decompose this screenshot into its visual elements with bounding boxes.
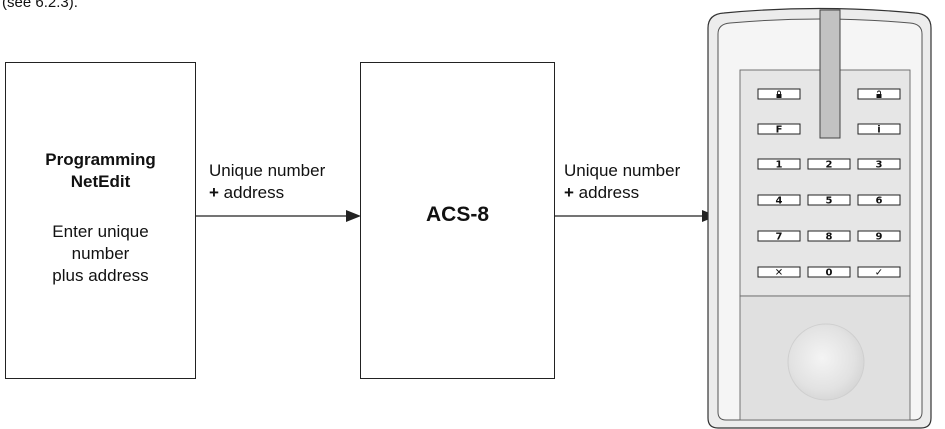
key-9[interactable]: 9 bbox=[857, 230, 901, 243]
key-label: 3 bbox=[876, 160, 883, 171]
key-label: 4 bbox=[776, 196, 783, 207]
key-7[interactable]: 7 bbox=[757, 230, 801, 243]
key-label: 6 bbox=[876, 196, 883, 207]
key-8[interactable]: 8 bbox=[807, 230, 851, 243]
key-1[interactable]: 1 bbox=[757, 158, 801, 171]
caption-text: (see 6.2.3). bbox=[2, 0, 78, 11]
key-label: 9 bbox=[876, 232, 883, 243]
connector-2-plus: + bbox=[564, 183, 574, 202]
acs8-title: ACS-8 bbox=[425, 203, 489, 226]
connector-2-line1: Unique number bbox=[564, 161, 681, 180]
key-0[interactable]: 0 bbox=[807, 266, 851, 279]
unlock-icon bbox=[876, 90, 882, 98]
key-label: ✕ bbox=[775, 268, 783, 279]
key-info[interactable]: i bbox=[857, 123, 901, 136]
key-unlock[interactable] bbox=[857, 88, 901, 100]
key-label: ✓ bbox=[875, 268, 883, 279]
netedit-title-line2: NetEdit bbox=[70, 172, 131, 191]
key-function[interactable]: F bbox=[757, 123, 801, 136]
arrow-acs8-to-keypad bbox=[555, 210, 717, 222]
key-confirm[interactable]: ✓ bbox=[857, 266, 901, 279]
key-2[interactable]: 2 bbox=[807, 158, 851, 171]
key-label: 0 bbox=[826, 268, 833, 279]
netedit-box: Programming NetEdit Enter unique number … bbox=[5, 62, 196, 379]
connector-label-2: Unique number + address bbox=[564, 160, 680, 204]
key-5[interactable]: 5 bbox=[807, 194, 851, 207]
key-cancel[interactable]: ✕ bbox=[757, 266, 801, 279]
key-label: i bbox=[877, 125, 880, 136]
netedit-desc-line2: number bbox=[71, 244, 130, 263]
lock-icon bbox=[776, 90, 782, 98]
acs8-box: ACS-8 bbox=[360, 62, 555, 379]
arrow-netedit-to-acs8 bbox=[196, 210, 361, 222]
connector-1-line1: Unique number bbox=[209, 161, 326, 180]
key-label: 1 bbox=[776, 160, 783, 171]
keypad-reader bbox=[707, 7, 932, 429]
key-3[interactable]: 3 bbox=[857, 158, 901, 171]
connector-1-plus: + bbox=[209, 183, 219, 202]
connector-1-line2: address bbox=[218, 183, 285, 202]
netedit-desc-line1: Enter unique bbox=[52, 222, 149, 241]
key-lock[interactable] bbox=[757, 88, 801, 100]
key-4[interactable]: 4 bbox=[757, 194, 801, 207]
proximity-sensor bbox=[787, 323, 865, 401]
key-label: F bbox=[776, 125, 783, 136]
connector-label-1: Unique number + address bbox=[209, 160, 325, 204]
key-label: 7 bbox=[776, 232, 783, 243]
key-label: 2 bbox=[826, 160, 833, 171]
key-label: 8 bbox=[826, 232, 833, 243]
connector-2-line2: address bbox=[573, 183, 640, 202]
key-label: 5 bbox=[826, 196, 833, 207]
key-6[interactable]: 6 bbox=[857, 194, 901, 207]
netedit-title-line1: Programming bbox=[45, 150, 156, 169]
netedit-desc-line3: plus address bbox=[52, 266, 149, 285]
